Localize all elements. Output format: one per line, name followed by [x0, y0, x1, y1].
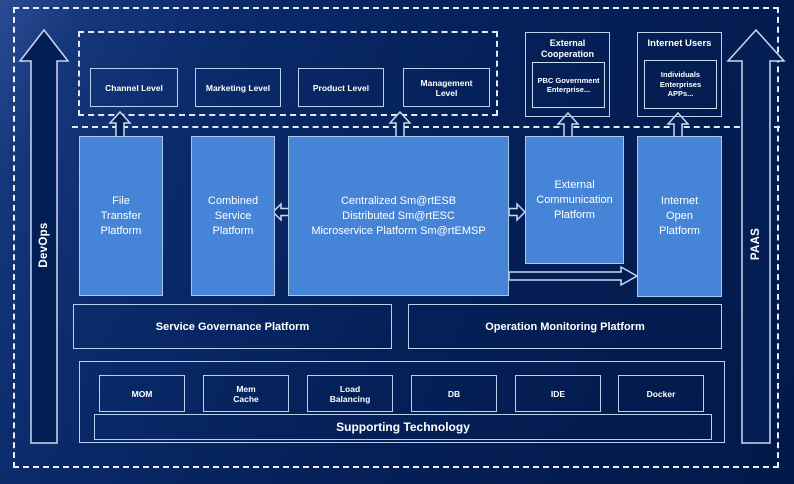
external-cooperation-title: External Cooperation	[541, 38, 594, 59]
internet-users-members: Individuals Enterprises APPs...	[659, 70, 702, 99]
external-cooperation-members: PBC Government Enterprise...	[537, 75, 600, 95]
outer-dashed-border	[13, 7, 779, 468]
tech-box-mem-cache: Mem Cache	[203, 375, 289, 412]
service-governance-platform-box: Service Governance Platform	[73, 304, 392, 349]
external-communication-platform-label: External Communication Platform	[536, 178, 613, 221]
paas-arrow-icon	[726, 28, 786, 444]
file-transfer-platform-box: File Transfer Platform	[79, 136, 163, 296]
management-level-label: Management Level	[420, 77, 473, 98]
tech-label-mom: MOM	[131, 388, 153, 399]
internet-users-title: Internet Users	[647, 38, 712, 49]
supporting-technology-bar: Supporting Technology	[94, 414, 712, 440]
service-governance-platform-label: Service Governance Platform	[155, 320, 310, 333]
supporting-technology-label: Supporting Technology	[336, 420, 470, 434]
external-cooperation-box: External Cooperation PBC Government Ente…	[525, 32, 610, 117]
combined-service-platform-label: Combined Service Platform	[207, 194, 259, 237]
tech-box-mom: MOM	[99, 375, 185, 412]
internet-users-box: Internet Users Individuals Enterprises A…	[637, 32, 722, 117]
devops-label: DevOps	[38, 222, 50, 268]
tech-label-mem-cache: Mem Cache	[233, 383, 259, 404]
central-esb-line2: Distributed Sm@rtESC	[342, 209, 455, 222]
management-level-box: Management Level	[403, 68, 490, 107]
tech-label-docker: Docker	[646, 388, 676, 399]
tech-box-db: DB	[411, 375, 497, 412]
tech-label-load-balancing: Load Balancing	[329, 383, 371, 404]
marketing-level-box: Marketing Level	[195, 68, 281, 107]
central-esb-line1: Centralized Sm@rtESB	[340, 194, 457, 207]
long-right-flow-arrow-icon	[508, 265, 639, 287]
up-arrow-central-platform-icon	[388, 110, 412, 138]
external-cooperation-members-box: PBC Government Enterprise...	[532, 62, 605, 108]
operation-monitoring-platform-box: Operation Monitoring Platform	[408, 304, 722, 349]
marketing-level-label: Marketing Level	[205, 82, 271, 93]
combined-service-platform-box: Combined Service Platform	[191, 136, 275, 296]
layer-separator-dashed-line	[72, 126, 780, 128]
paas-label: PAAS	[750, 227, 762, 261]
tech-box-load-balancing: Load Balancing	[307, 375, 393, 412]
product-level-label: Product Level	[312, 82, 370, 93]
channel-level-box: Channel Level	[90, 68, 178, 107]
right-flow-arrow-icon	[508, 202, 527, 222]
tech-label-db: DB	[447, 388, 461, 399]
product-level-box: Product Level	[298, 68, 384, 107]
tech-label-ide: IDE	[550, 388, 566, 399]
business-levels-group	[78, 31, 498, 116]
operation-monitoring-platform-label: Operation Monitoring Platform	[485, 320, 645, 333]
internet-open-platform-box: Internet Open Platform	[637, 136, 722, 297]
internet-open-platform-label: Internet Open Platform	[659, 195, 700, 237]
central-esb-line3: Microservice Platform Sm@rtEMSP	[311, 224, 486, 237]
internet-users-members-box: Individuals Enterprises APPs...	[644, 60, 717, 109]
channel-level-label: Channel Level	[105, 82, 163, 93]
tech-box-ide: IDE	[515, 375, 601, 412]
external-communication-platform-box: External Communication Platform	[525, 136, 624, 264]
file-transfer-platform-label: File Transfer Platform	[100, 194, 142, 237]
central-esb-platform-box: Centralized Sm@rtESB Distributed Sm@rtES…	[288, 136, 509, 296]
devops-arrow-icon	[18, 28, 70, 444]
up-arrow-file-transfer-icon	[108, 110, 132, 138]
supporting-technology-container: MOM Mem Cache Load Balancing DB IDE Dock…	[79, 361, 725, 443]
tech-box-docker: Docker	[618, 375, 704, 412]
